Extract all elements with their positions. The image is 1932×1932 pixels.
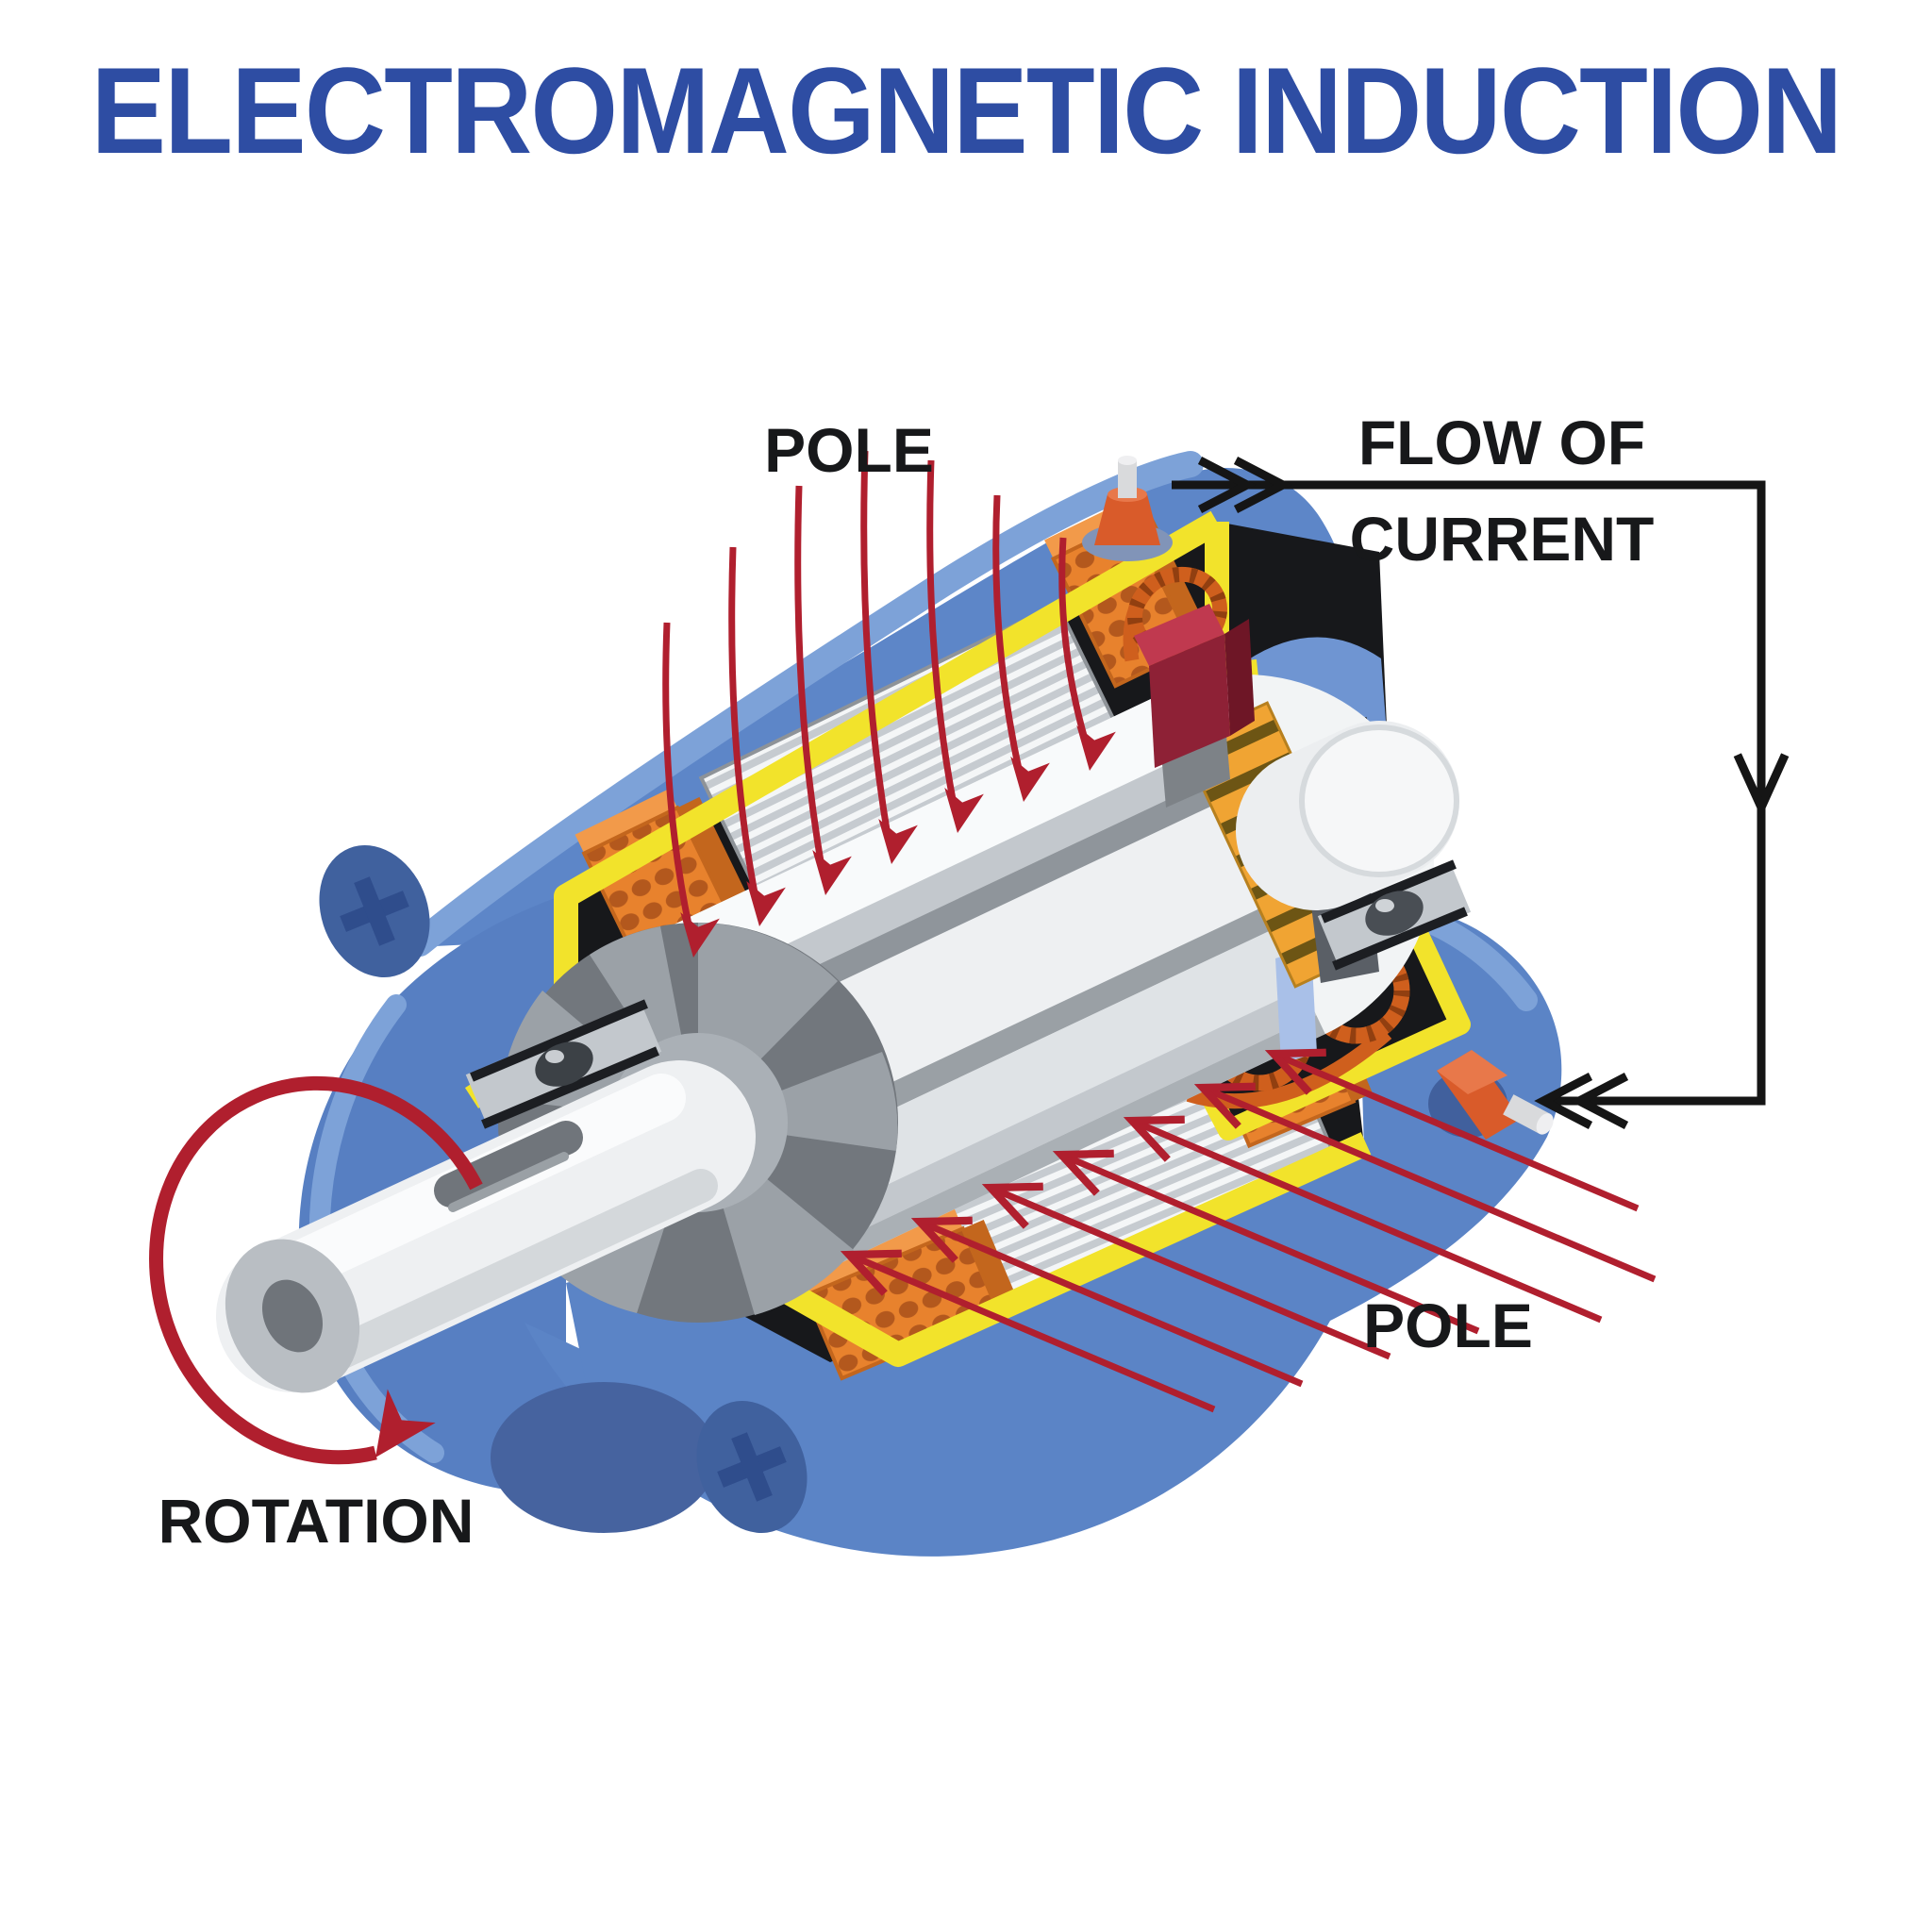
housing-shadow [491, 1382, 717, 1533]
flow-of-current-path [1172, 460, 1785, 1125]
shaft-end-face [225, 1239, 360, 1393]
housing-screw [319, 845, 430, 977]
rotor-end-cap [1299, 724, 1459, 877]
pole-bottom-label: POLE [1363, 1291, 1533, 1360]
page-title: ELECTROMAGNETIC INDUCTION [92, 42, 1841, 179]
rotation-label: ROTATION [158, 1486, 475, 1556]
field-lines-top [662, 450, 1116, 961]
rotation-arrow [149, 1075, 483, 1474]
field-lines-bottom [841, 1034, 1657, 1413]
terminal-bottom [1428, 1050, 1554, 1140]
flow-of-current-label: FLOW OF CURRENT [1350, 408, 1655, 574]
svg-text:FLOW OF: FLOW OF [1358, 408, 1645, 477]
rotor-armature [498, 675, 1459, 1323]
svg-text:CURRENT: CURRENT [1350, 504, 1655, 574]
housing-screw [696, 1401, 808, 1533]
brush [1134, 604, 1255, 808]
pole-top-label: POLE [764, 415, 934, 485]
terminal-top [1082, 456, 1173, 561]
mounting-bracket [1317, 859, 1472, 971]
mounting-bracket [465, 999, 662, 1129]
